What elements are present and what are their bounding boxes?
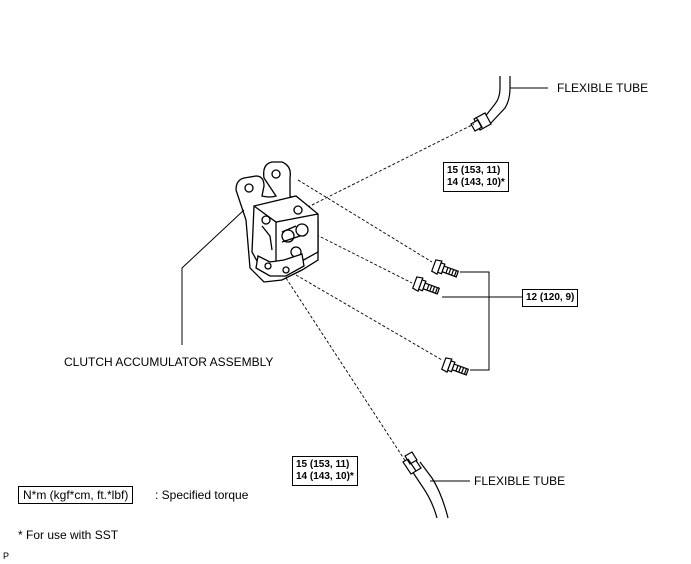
leader-bolts: [442, 271, 522, 371]
torque-bottom-line2: 14 (143, 10)*: [296, 471, 354, 482]
corner-mark: P: [3, 551, 10, 561]
legend-sst-note: * For use with SST: [18, 528, 119, 542]
clutch-accumulator-assembly: [235, 161, 319, 283]
torque-bolts-value: 12 (120, 9): [526, 292, 575, 303]
legend-torque-text: : Specified torque: [155, 488, 249, 502]
bolt-3: [440, 357, 470, 376]
bolt-1: [430, 259, 460, 278]
label-flexible-tube-top: FLEXIBLE TUBE: [557, 81, 649, 95]
leader-accumulator: [181, 209, 245, 345]
legend-torque-box: N*m (kgf*cm, ft.*lbf): [18, 486, 134, 504]
assembly-dashed-lines: [285, 123, 475, 463]
bolt-2: [411, 276, 441, 295]
torque-top-line1: 15 (153, 11): [447, 165, 501, 176]
flexible-tube-top: [470, 76, 511, 132]
flexible-tube-bottom: [402, 451, 449, 519]
torque-box-bolts: 12 (120, 9): [522, 289, 579, 307]
torque-bottom-line1: 15 (153, 11): [296, 459, 350, 470]
label-clutch-accumulator: CLUTCH ACCUMULATOR ASSEMBLY: [64, 355, 274, 369]
torque-box-top: 15 (153, 11) 14 (143, 10)*: [443, 162, 509, 192]
torque-top-line2: 14 (143, 10)*: [447, 177, 505, 188]
torque-box-bottom: 15 (153, 11) 14 (143, 10)*: [292, 456, 358, 486]
label-flexible-tube-bottom: FLEXIBLE TUBE: [474, 474, 566, 488]
